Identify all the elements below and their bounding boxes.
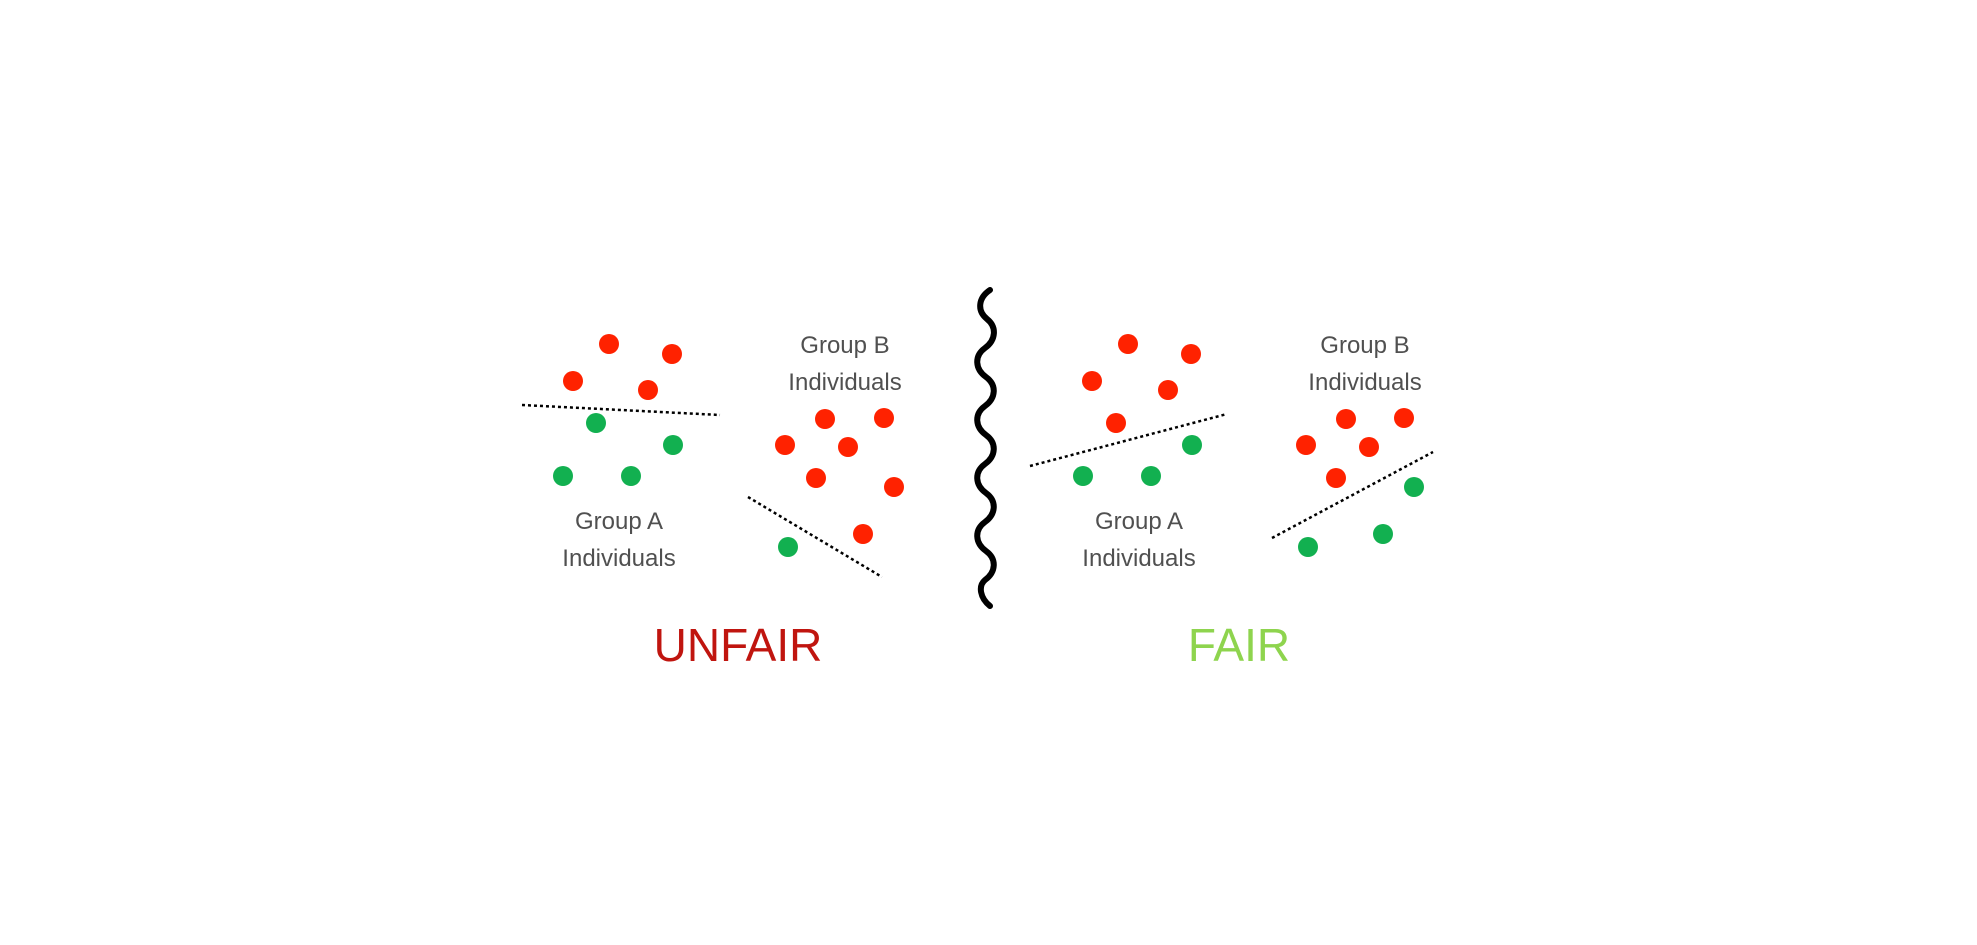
positive-individual [853, 524, 873, 544]
negative-individual [778, 537, 798, 557]
decision-boundary [747, 495, 883, 579]
decision-boundary [1271, 450, 1434, 540]
unfair-group-b: Group B Individuals [747, 332, 904, 579]
group-a-label: Individuals [1082, 545, 1195, 572]
positive-individual [806, 468, 826, 488]
group-a-label: Individuals [562, 545, 675, 572]
positive-individual [1181, 344, 1201, 364]
positive-individual [1336, 409, 1356, 429]
positive-individual [1118, 334, 1138, 354]
positive-individual [775, 435, 795, 455]
unfair-panel: Group A Individuals Group B Individuals … [521, 332, 904, 671]
fair-panel: Group A Individuals Group B Individuals … [1029, 332, 1434, 671]
negative-individual [621, 466, 641, 486]
positive-individual [563, 371, 583, 391]
group-a-label: Group A [1095, 508, 1183, 535]
positive-individual [599, 334, 619, 354]
positive-individual [1158, 380, 1178, 400]
fair-label: FAIR [1188, 619, 1290, 671]
negative-individual [586, 413, 606, 433]
negative-individual [1373, 524, 1393, 544]
fair-group-b: Group B Individuals [1271, 332, 1434, 557]
positive-individual [1359, 437, 1379, 457]
negative-individual [1404, 477, 1424, 497]
positive-individual [838, 437, 858, 457]
positive-individual [1082, 371, 1102, 391]
positive-individual [1394, 408, 1414, 428]
positive-individual [638, 380, 658, 400]
positive-individual [884, 477, 904, 497]
group-b-label: Individuals [788, 369, 901, 396]
group-b-label: Group B [1320, 332, 1409, 359]
unfair-label: UNFAIR [654, 619, 823, 671]
negative-individual [553, 466, 573, 486]
negative-individual [663, 435, 683, 455]
positive-individual [662, 344, 682, 364]
group-b-label: Individuals [1308, 369, 1421, 396]
negative-individual [1141, 466, 1161, 486]
group-b-label: Group B [800, 332, 889, 359]
negative-individual [1298, 537, 1318, 557]
positive-individual [874, 408, 894, 428]
positive-individual [1326, 468, 1346, 488]
wavy-divider-icon [974, 287, 997, 609]
negative-individual [1182, 435, 1202, 455]
negative-individual [1073, 466, 1093, 486]
positive-individual [1296, 435, 1316, 455]
decision-boundary [521, 403, 721, 417]
positive-individual [1106, 413, 1126, 433]
unfair-group-a: Group A Individuals [521, 334, 721, 572]
group-a-label: Group A [575, 508, 663, 535]
positive-individual [815, 409, 835, 429]
decision-boundary [1029, 412, 1228, 468]
fair-group-a: Group A Individuals [1029, 334, 1228, 572]
